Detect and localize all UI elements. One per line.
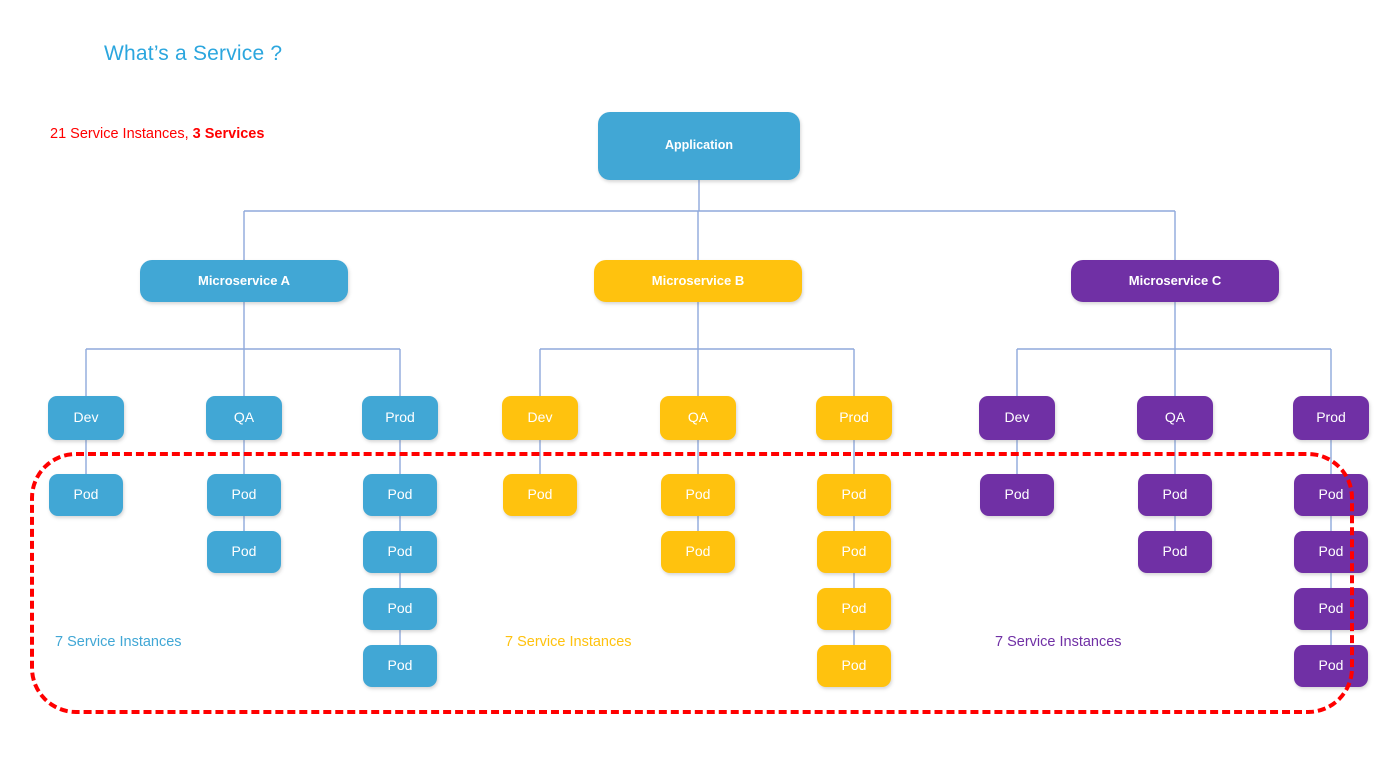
pod-node-microservice-c-qa-2-label: Pod: [1162, 543, 1188, 560]
microservice-node-c-label: Microservice C: [1128, 272, 1222, 288]
pod-node-microservice-b-prod-2[interactable]: Pod: [817, 531, 891, 573]
pod-node-microservice-c-qa-1-label: Pod: [1162, 486, 1188, 503]
pod-node-microservice-a-prod-2[interactable]: Pod: [363, 531, 437, 573]
pod-node-microservice-b-dev-1[interactable]: Pod: [503, 474, 577, 516]
pod-node-microservice-c-prod-1[interactable]: Pod: [1294, 474, 1368, 516]
pod-node-microservice-c-qa-1[interactable]: Pod: [1138, 474, 1212, 516]
pod-node-microservice-b-prod-3-label: Pod: [841, 600, 867, 617]
environment-node-microservice-b-prod[interactable]: Prod: [816, 396, 892, 440]
group-caption-microservice-a: 7 Service Instances: [55, 634, 182, 650]
application-node[interactable]: Application: [598, 112, 800, 180]
pod-node-microservice-b-prod-3[interactable]: Pod: [817, 588, 891, 630]
pod-node-microservice-c-prod-4[interactable]: Pod: [1294, 645, 1368, 687]
group-caption-microservice-b: 7 Service Instances: [505, 634, 632, 650]
pod-node-microservice-b-dev-1-label: Pod: [527, 486, 553, 503]
microservice-node-b[interactable]: Microservice B: [594, 260, 802, 302]
pod-node-microservice-a-qa-1[interactable]: Pod: [207, 474, 281, 516]
pod-node-microservice-c-prod-3[interactable]: Pod: [1294, 588, 1368, 630]
summary-label: 21 Service Instances, 3 Services: [50, 126, 264, 142]
summary-strong: 3 Services: [192, 126, 265, 142]
pod-node-microservice-b-qa-2[interactable]: Pod: [661, 531, 735, 573]
pod-node-microservice-b-qa-1[interactable]: Pod: [661, 474, 735, 516]
pod-node-microservice-a-prod-3-label: Pod: [387, 600, 413, 617]
environment-node-microservice-c-prod[interactable]: Prod: [1293, 396, 1369, 440]
environment-node-microservice-b-qa[interactable]: QA: [660, 396, 736, 440]
pod-node-microservice-a-prod-1-label: Pod: [387, 486, 413, 503]
pod-node-microservice-b-prod-4-label: Pod: [841, 657, 867, 674]
environment-node-microservice-c-qa[interactable]: QA: [1137, 396, 1213, 440]
group-caption-microservice-c: 7 Service Instances: [995, 634, 1122, 650]
pod-node-microservice-b-prod-4[interactable]: Pod: [817, 645, 891, 687]
pod-node-microservice-b-qa-1-label: Pod: [685, 486, 711, 503]
pod-node-microservice-c-dev-1[interactable]: Pod: [980, 474, 1054, 516]
pod-node-microservice-c-prod-2-label: Pod: [1318, 543, 1344, 560]
environment-node-microservice-a-prod-label: Prod: [385, 409, 415, 426]
environment-node-microservice-c-dev-label: Dev: [1004, 409, 1030, 426]
microservice-node-a[interactable]: Microservice A: [140, 260, 348, 302]
pod-node-microservice-a-dev-1-label: Pod: [73, 486, 99, 503]
environment-node-microservice-b-qa-label: QA: [687, 409, 709, 426]
environment-node-microservice-b-prod-label: Prod: [839, 409, 869, 426]
pod-node-microservice-a-prod-3[interactable]: Pod: [363, 588, 437, 630]
pod-node-microservice-c-qa-2[interactable]: Pod: [1138, 531, 1212, 573]
pod-node-microservice-b-prod-1[interactable]: Pod: [817, 474, 891, 516]
environment-node-microservice-a-dev-label: Dev: [73, 409, 99, 426]
application-node-label: Application: [664, 138, 734, 153]
microservice-node-b-label: Microservice B: [651, 272, 745, 288]
pod-node-microservice-a-prod-4[interactable]: Pod: [363, 645, 437, 687]
pod-node-microservice-a-prod-2-label: Pod: [387, 543, 413, 560]
pod-node-microservice-c-dev-1-label: Pod: [1004, 486, 1030, 503]
pod-node-microservice-c-prod-1-label: Pod: [1318, 486, 1344, 503]
environment-node-microservice-a-qa[interactable]: QA: [206, 396, 282, 440]
pod-node-microservice-c-prod-4-label: Pod: [1318, 657, 1344, 674]
environment-node-microservice-c-dev[interactable]: Dev: [979, 396, 1055, 440]
environment-node-microservice-b-dev-label: Dev: [527, 409, 553, 426]
microservice-node-a-label: Microservice A: [197, 272, 290, 288]
pod-node-microservice-a-qa-2-label: Pod: [231, 543, 257, 560]
pod-node-microservice-a-qa-1-label: Pod: [231, 486, 257, 503]
pod-node-microservice-c-prod-2[interactable]: Pod: [1294, 531, 1368, 573]
pod-node-microservice-b-qa-2-label: Pod: [685, 543, 711, 560]
environment-node-microservice-a-dev[interactable]: Dev: [48, 396, 124, 440]
pod-node-microservice-b-prod-2-label: Pod: [841, 543, 867, 560]
environment-node-microservice-a-qa-label: QA: [233, 409, 255, 426]
microservice-node-c[interactable]: Microservice C: [1071, 260, 1279, 302]
summary-prefix: 21 Service Instances,: [50, 126, 193, 142]
pod-node-microservice-a-prod-1[interactable]: Pod: [363, 474, 437, 516]
environment-node-microservice-c-qa-label: QA: [1164, 409, 1186, 426]
page-title: What’s a Service ?: [104, 42, 283, 65]
environment-node-microservice-c-prod-label: Prod: [1316, 409, 1346, 426]
pod-node-microservice-a-prod-4-label: Pod: [387, 657, 413, 674]
environment-node-microservice-b-dev[interactable]: Dev: [502, 396, 578, 440]
pod-node-microservice-c-prod-3-label: Pod: [1318, 600, 1344, 617]
pod-node-microservice-b-prod-1-label: Pod: [841, 486, 867, 503]
environment-node-microservice-a-prod[interactable]: Prod: [362, 396, 438, 440]
pod-node-microservice-a-qa-2[interactable]: Pod: [207, 531, 281, 573]
pod-node-microservice-a-dev-1[interactable]: Pod: [49, 474, 123, 516]
